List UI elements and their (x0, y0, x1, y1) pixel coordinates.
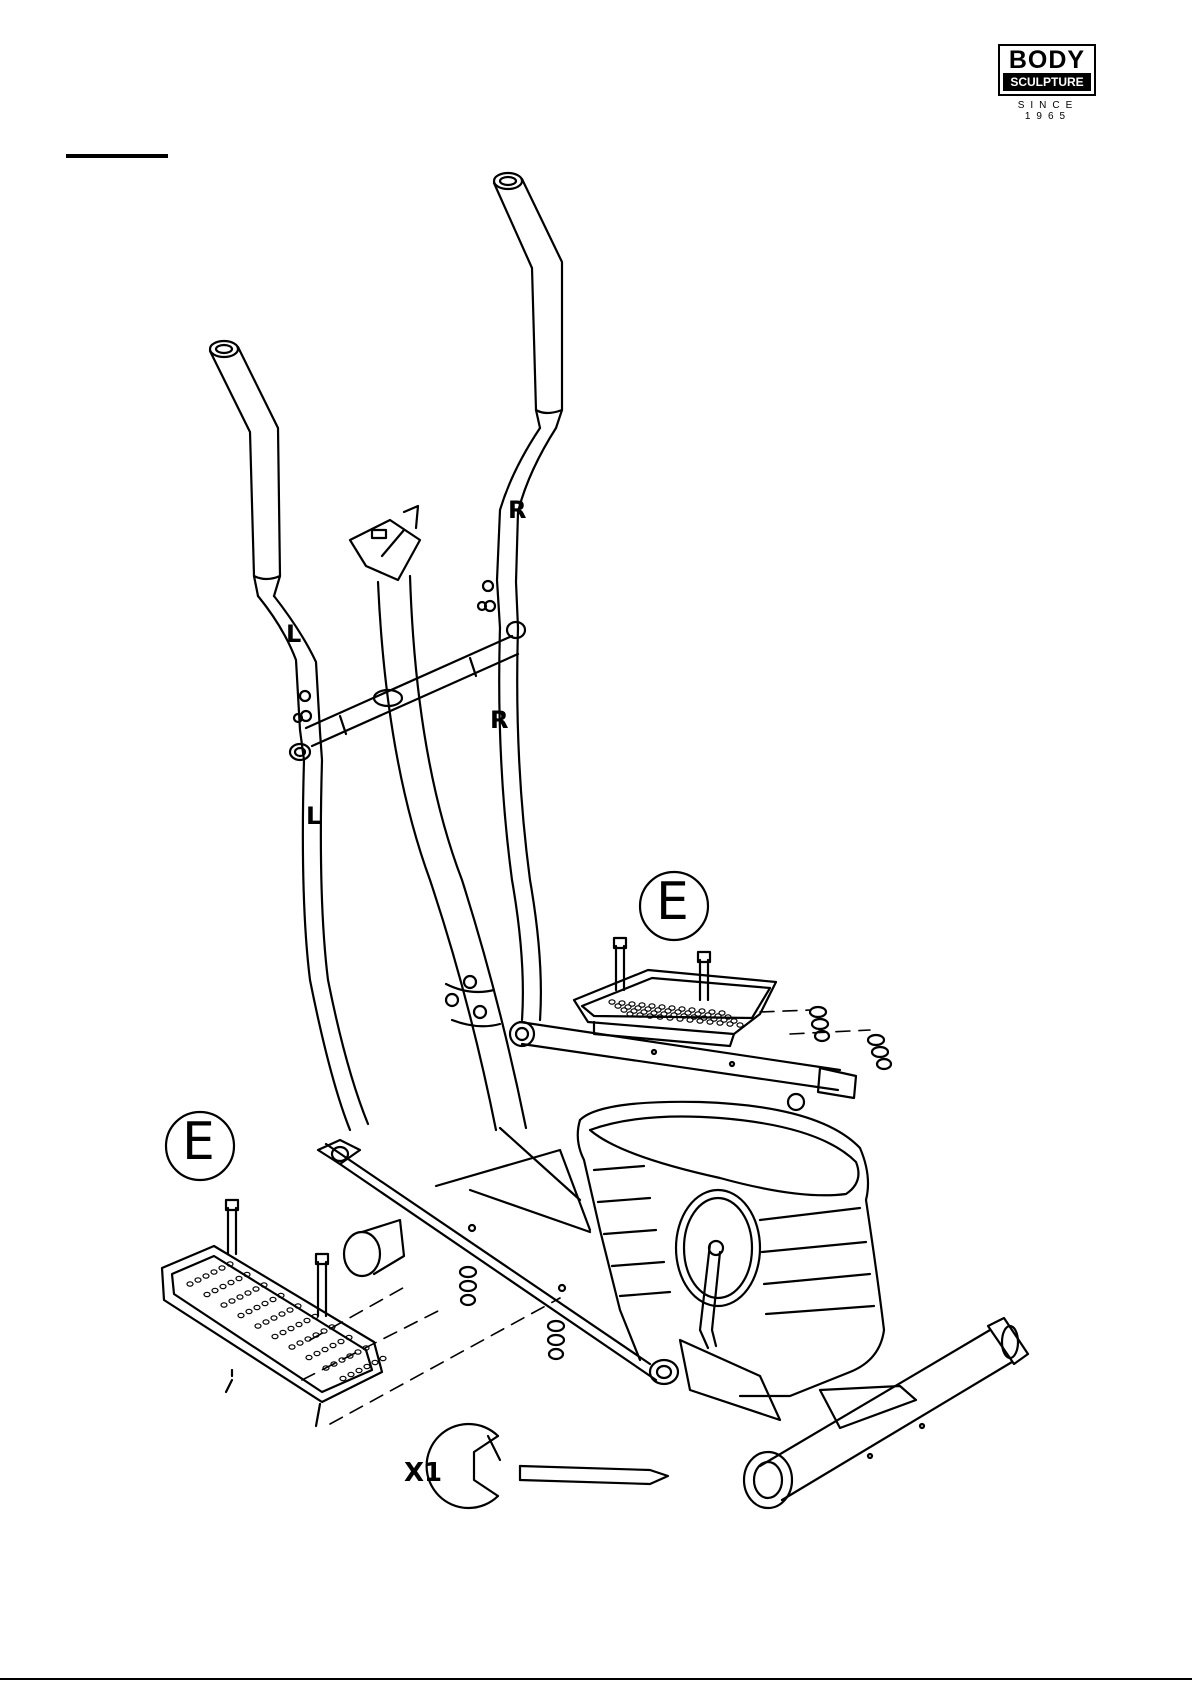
washers-and-nuts (460, 1007, 891, 1359)
pedal-perforations (187, 1000, 743, 1381)
base-frame (318, 1128, 678, 1384)
label-right-lower: R (490, 706, 508, 734)
right-handlebar-upper (494, 173, 562, 628)
label-right-upper: R (508, 496, 526, 524)
handle-crossbar (290, 622, 525, 760)
pedal-bolts (226, 938, 710, 1316)
tool-quantity-label: X1 (404, 1458, 442, 1488)
callout-label-left: E (182, 1112, 215, 1172)
label-left-lower: L (306, 802, 321, 830)
front-roller (344, 1220, 404, 1276)
footer-rule (0, 1678, 1192, 1680)
main-post (350, 506, 526, 1130)
right-lower-arm (499, 628, 541, 1020)
right-pedal-arm (510, 1022, 856, 1110)
wrench-tool (427, 1424, 668, 1508)
label-left-upper: L (286, 620, 301, 648)
callout-label-right: E (656, 872, 689, 932)
rear-stabilizer (744, 1318, 1028, 1508)
left-handlebar-upper (210, 341, 495, 760)
flywheel-housing (578, 1102, 884, 1420)
